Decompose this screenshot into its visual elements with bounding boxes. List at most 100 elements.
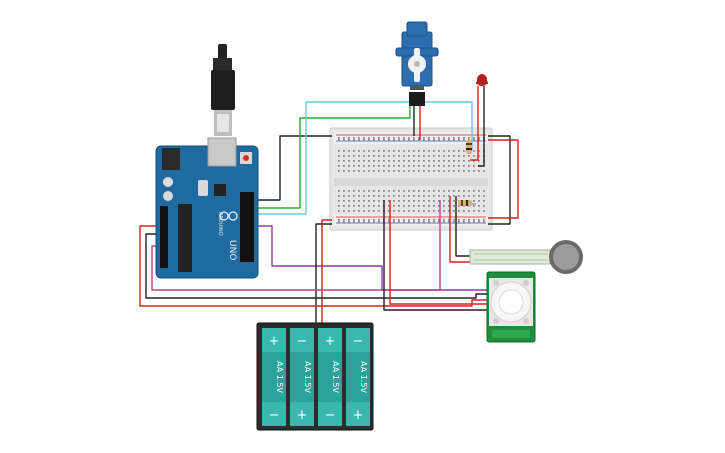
- breadboard-hole: [438, 165, 440, 167]
- breadboard-hole: [443, 170, 445, 172]
- breadboard-hole: [473, 200, 475, 202]
- breadboard-hole: [418, 137, 420, 139]
- breadboard-hole: [453, 210, 455, 212]
- breadboard-hole: [393, 139, 395, 141]
- breadboard-hole: [468, 155, 470, 157]
- breadboard-hole: [483, 170, 485, 172]
- breadboard-hole: [348, 160, 350, 162]
- breadboard-hole: [358, 170, 360, 172]
- breadboard-hole: [403, 195, 405, 197]
- breadboard-hole: [338, 155, 340, 157]
- breadboard-hole: [368, 150, 370, 152]
- breadboard-hole: [443, 221, 445, 223]
- breadboard-hole: [433, 165, 435, 167]
- breadboard-hole: [378, 165, 380, 167]
- breadboard-hole: [468, 195, 470, 197]
- breadboard-hole: [423, 205, 425, 207]
- breadboard-hole: [413, 170, 415, 172]
- breadboard-hole: [473, 170, 475, 172]
- breadboard-hole: [443, 137, 445, 139]
- breadboard-hole: [403, 210, 405, 212]
- breadboard-hole: [468, 139, 470, 141]
- breadboard-hole: [403, 219, 405, 221]
- breadboard-hole: [363, 221, 365, 223]
- breadboard-hole: [363, 139, 365, 141]
- breadboard-hole: [348, 137, 350, 139]
- breadboard-hole: [398, 160, 400, 162]
- breadboard-hole: [418, 165, 420, 167]
- breadboard-hole: [423, 195, 425, 197]
- breadboard-hole: [373, 210, 375, 212]
- breadboard-hole: [443, 219, 445, 221]
- breadboard-hole: [413, 200, 415, 202]
- breadboard-hole: [463, 160, 465, 162]
- breadboard-hole: [368, 210, 370, 212]
- breadboard-hole: [343, 160, 345, 162]
- breadboard-hole: [418, 221, 420, 223]
- breadboard-hole: [338, 165, 340, 167]
- breadboard-hole: [398, 139, 400, 141]
- breadboard-hole: [408, 137, 410, 139]
- breadboard-hole: [353, 219, 355, 221]
- breadboard-hole: [348, 139, 350, 141]
- breadboard-hole: [388, 165, 390, 167]
- wire-green-arduino-servo: [258, 104, 411, 209]
- breadboard-hole: [403, 205, 405, 207]
- breadboard-hole: [468, 210, 470, 212]
- breadboard-hole: [358, 200, 360, 202]
- breadboard-hole: [418, 200, 420, 202]
- breadboard-hole: [463, 139, 465, 141]
- breadboard-hole: [343, 165, 345, 167]
- battery-top-sign: −: [353, 334, 364, 349]
- breadboard-hole: [448, 190, 450, 192]
- wire-red-breadboard-pir: [389, 200, 488, 305]
- breadboard-hole: [353, 200, 355, 202]
- breadboard-hole: [423, 190, 425, 192]
- breadboard-hole: [353, 195, 355, 197]
- wire-led-lead-1: [470, 86, 479, 161]
- breadboard-hole: [443, 150, 445, 152]
- breadboard-hole: [388, 190, 390, 192]
- breadboard-hole: [378, 219, 380, 221]
- breadboard-hole: [393, 205, 395, 207]
- breadboard-hole: [363, 210, 365, 212]
- wire-black-arduino-breadboard: [258, 135, 332, 201]
- breadboard-hole: [423, 155, 425, 157]
- servo-connector: [409, 92, 425, 106]
- breadboard-hole: [348, 200, 350, 202]
- breadboard-hole: [428, 160, 430, 162]
- breadboard-hole: [423, 170, 425, 172]
- breadboard-hole: [408, 170, 410, 172]
- breadboard-hole: [393, 155, 395, 157]
- breadboard-hole: [388, 150, 390, 152]
- breadboard-hole: [468, 219, 470, 221]
- breadboard-hole: [463, 190, 465, 192]
- breadboard-hole: [418, 170, 420, 172]
- breadboard-hole: [463, 195, 465, 197]
- breadboard-hole: [363, 170, 365, 172]
- breadboard: [329, 127, 493, 231]
- breadboard-hole: [423, 139, 425, 141]
- breadboard-hole: [373, 155, 375, 157]
- breadboard-hole: [438, 155, 440, 157]
- breadboard-hole: [398, 221, 400, 223]
- breadboard-hole: [378, 137, 380, 139]
- breadboard-hole: [423, 165, 425, 167]
- breadboard-hole: [428, 165, 430, 167]
- breadboard-hole: [378, 200, 380, 202]
- breadboard-hole: [383, 170, 385, 172]
- battery-bottom-sign: −: [269, 408, 280, 423]
- breadboard-hole: [358, 155, 360, 157]
- breadboard-hole: [378, 210, 380, 212]
- breadboard-hole: [338, 139, 340, 141]
- breadboard-hole: [458, 155, 460, 157]
- breadboard-hole: [383, 190, 385, 192]
- breadboard-hole: [418, 190, 420, 192]
- breadboard-hole: [423, 221, 425, 223]
- breadboard-hole: [478, 160, 480, 162]
- breadboard-hole: [418, 205, 420, 207]
- breadboard-hole: [433, 155, 435, 157]
- breadboard-hole: [388, 160, 390, 162]
- wire-cyan-arduino-servo: [258, 101, 473, 215]
